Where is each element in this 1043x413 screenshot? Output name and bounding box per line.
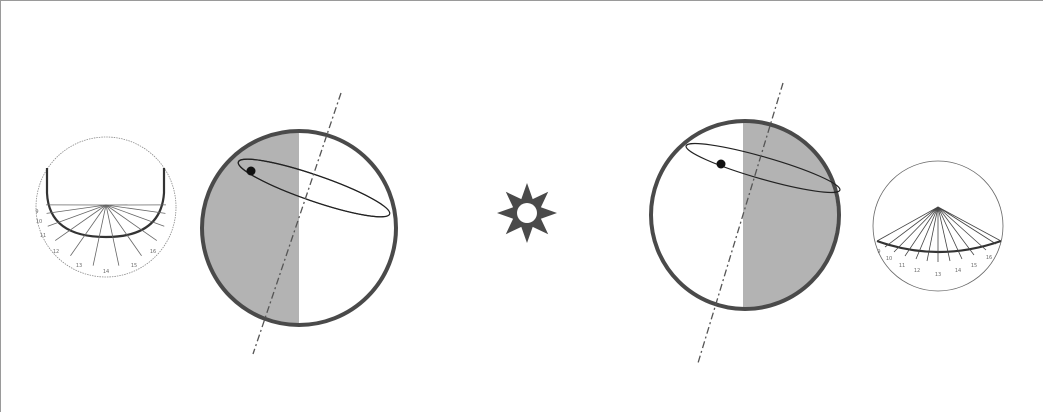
sundial-right-hour-line: [894, 207, 938, 252]
sundial-left-hour-label: 10: [36, 219, 42, 225]
sundial-right-hour-label: 13: [935, 272, 941, 278]
sundial-hemisphere-left: 9 10 11 12 13 14 15 16: [35, 137, 176, 277]
sundial-left-hour-label: 11: [40, 233, 46, 239]
sundial-right-hour-line: [938, 207, 1001, 241]
observer-dot-left: [247, 167, 256, 176]
earth-globe-left: [202, 93, 396, 354]
sundial-right-hour-label: 15: [971, 263, 977, 269]
night-side-right: [743, 121, 837, 309]
sundial-right-hour-label: 12: [914, 268, 920, 274]
sundial-right-hour-label: 16: [986, 255, 992, 261]
sun-icon: [497, 183, 557, 243]
sundial-left-hour-line: [47, 205, 106, 213]
observer-dot-right: [717, 160, 726, 169]
sundial-right-hour-label: 9: [877, 249, 880, 255]
night-side-left: [202, 131, 299, 325]
sun-core: [517, 203, 537, 223]
sundial-left-bowl: [47, 168, 164, 237]
sundial-left-hour-line: [48, 205, 106, 226]
sundial-left-hour-label: 15: [131, 263, 137, 269]
sundial-right-hour-label: 14: [955, 268, 961, 274]
sundial-right-hour-label: 11: [899, 263, 905, 269]
sundial-hemisphere-right: 9 10 11 12 13 14 15 16: [873, 161, 1003, 291]
sundial-right-hour-line: [885, 207, 938, 247]
sundial-left-hour-label: 13: [76, 263, 82, 269]
sundial-left-hour-line: [106, 205, 165, 213]
sundial-right-hour-line: [877, 207, 938, 241]
sundial-left-hour-line: [106, 205, 157, 241]
sundial-left-hour-label: 14: [103, 269, 109, 275]
sundial-left-hour-lines: [46, 205, 166, 266]
sundial-right-hour-line: [938, 207, 986, 250]
sundial-left-hour-label: 12: [53, 249, 59, 255]
sundial-right-hour-lines: [877, 207, 1001, 262]
sundial-left-outline: [36, 137, 176, 277]
sundial-left-hour-label: 9: [35, 209, 38, 215]
sundial-left-hour-label: 16: [150, 249, 156, 255]
sundial-right-hour-labels: 9 10 11 12 13 14 15 16: [877, 249, 992, 278]
earth-globe-right: [651, 83, 843, 363]
sundial-left-hour-line: [106, 205, 164, 226]
sundial-right-hour-label: 10: [886, 256, 892, 262]
